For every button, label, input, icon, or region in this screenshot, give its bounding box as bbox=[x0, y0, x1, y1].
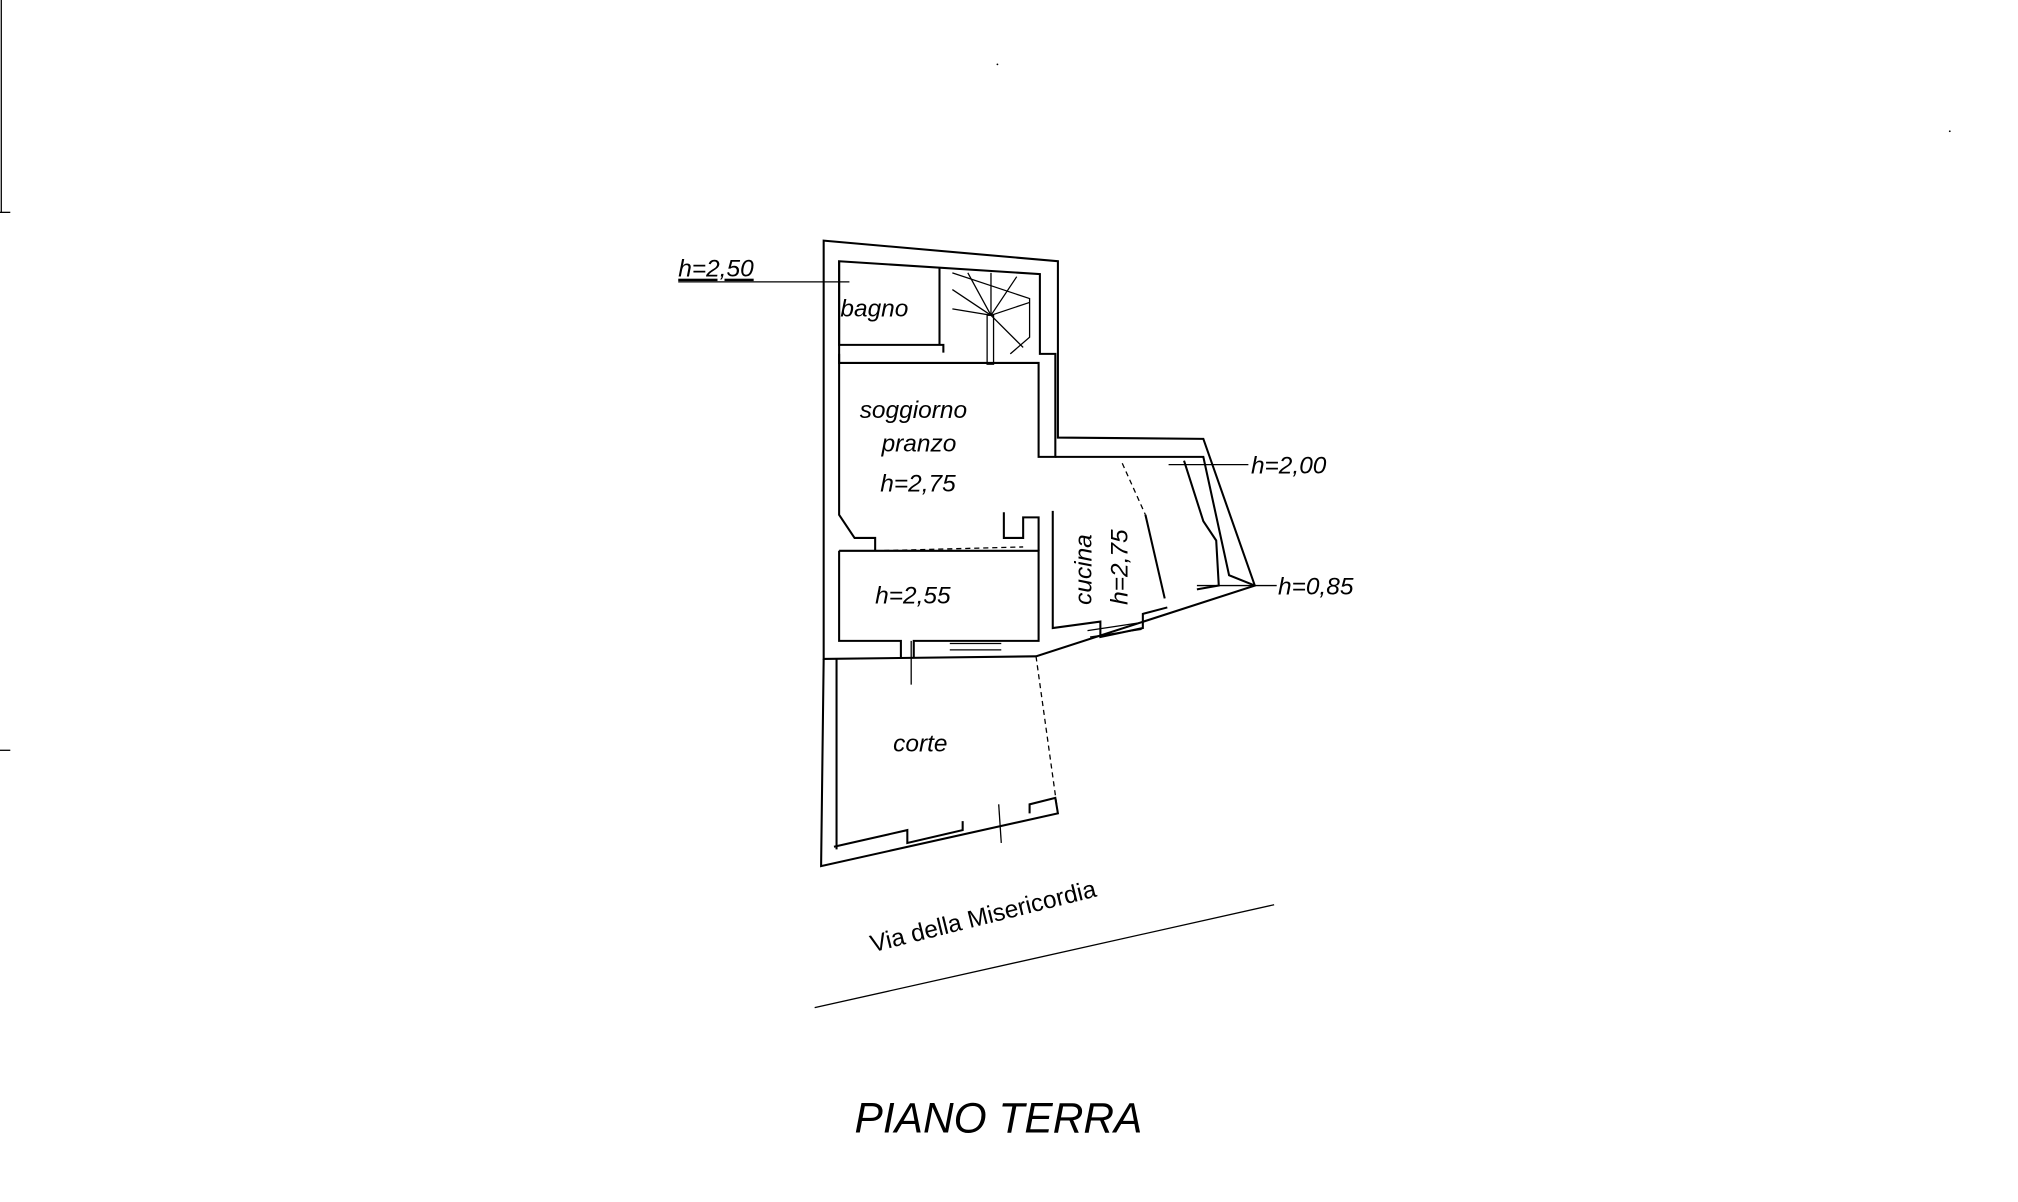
staircase bbox=[952, 272, 1031, 365]
street-line bbox=[814, 904, 1275, 1009]
room-label-corte: corte bbox=[893, 731, 947, 758]
room-label-bagno: bagno bbox=[840, 296, 908, 323]
street-name: Via della Misericordia bbox=[867, 876, 1099, 958]
room-height-soggiorno: h=2,75 bbox=[880, 471, 956, 498]
room-label-pranzo: pranzo bbox=[881, 431, 957, 458]
height-label-right-lower: h=0,85 bbox=[1278, 574, 1354, 601]
page-edge-marks bbox=[0, 0, 11, 751]
page-title: PIANO TERRA bbox=[855, 1095, 1143, 1142]
room-label-soggiorno: soggiorno bbox=[860, 397, 967, 424]
room-height-label: h=2,55 bbox=[875, 583, 951, 610]
height-label-top-left: h=2,50 bbox=[678, 256, 754, 283]
outer-walls bbox=[820, 239, 1257, 868]
room-height-cucina: h=2,75 bbox=[1106, 529, 1133, 605]
height-label-right-upper: h=2,00 bbox=[1251, 453, 1327, 480]
room-label-cucina: cucina bbox=[1070, 534, 1097, 605]
